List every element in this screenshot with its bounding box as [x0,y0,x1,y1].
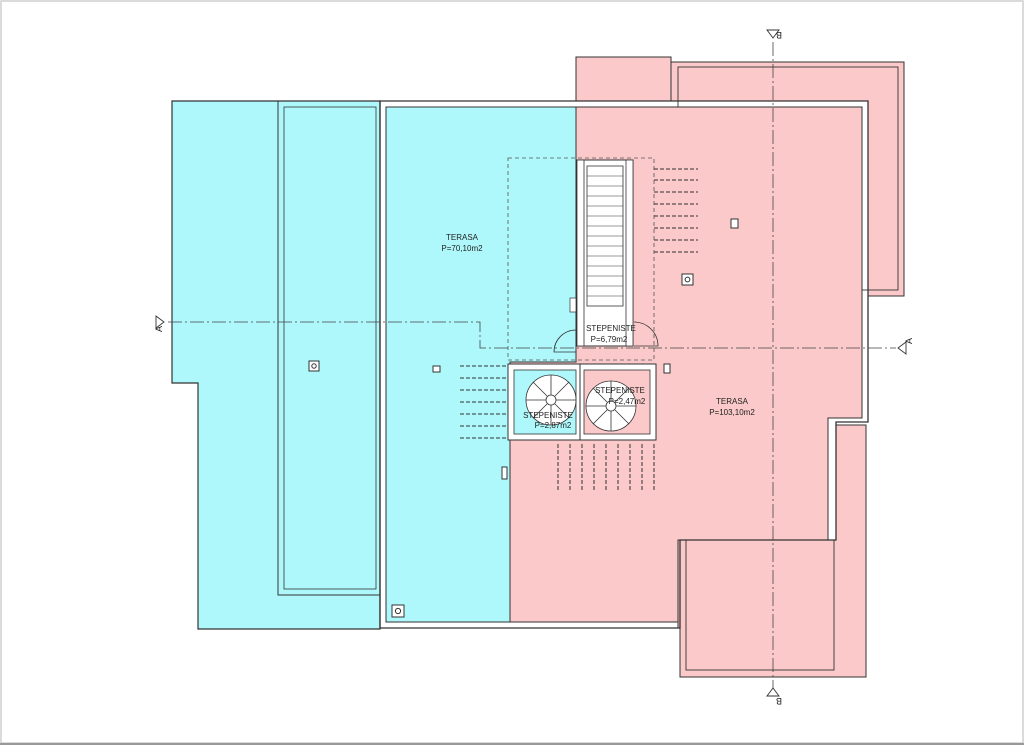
stair-main-area: P=6,79m2 [591,335,628,344]
drain-icon [681,273,694,286]
spiral-stair-icon [585,380,637,432]
terrace-east-area: P=103,10m2 [709,408,755,417]
section-line-a [168,321,896,349]
stair-core-dashed [507,157,655,361]
east-top-overhang [575,56,672,102]
stair-main-wall-right [625,159,634,347]
terrace-east-name: TERASA [716,397,749,406]
section-label-b-bottom: B [776,696,782,706]
stair-right-area: P=2,47m2 [609,397,646,406]
door-swing-right [633,321,659,347]
vent-fixture [730,218,739,229]
stair-right-name: STEPENISTE [595,386,645,395]
section-label-b-top: B [776,30,782,40]
outer-wall [379,100,869,629]
section-label-a-right: A [904,338,914,344]
terrace-west-name: TERASA [446,233,479,242]
stair-landing-wall [569,297,577,313]
vent-fixture [501,466,508,480]
drain-icon [308,360,320,372]
stair-left-area: P=2,87m2 [535,421,572,430]
stair-treads [587,175,623,297]
railing-marks-top-right [654,168,698,253]
railing-marks-left [460,365,506,439]
spiral-stair-icon [525,374,577,426]
railing-marks-bottom [557,444,655,490]
terrace-west-outer [171,100,381,630]
drain-icon [391,604,405,618]
vent-fixture [432,365,441,373]
section-marker-icon [155,29,907,697]
vent-fixture [663,363,671,374]
door-swing-left [553,329,577,353]
terrace-west-strip-inner [283,106,377,590]
stair-left-name: STEPENISTE [523,411,573,420]
stair-main-wall-left [576,159,585,347]
stair-main-name: STEPENISTE [586,324,636,333]
section-label-a-left: A [154,326,164,332]
terrace-west-area: P=70,10m2 [441,244,483,253]
